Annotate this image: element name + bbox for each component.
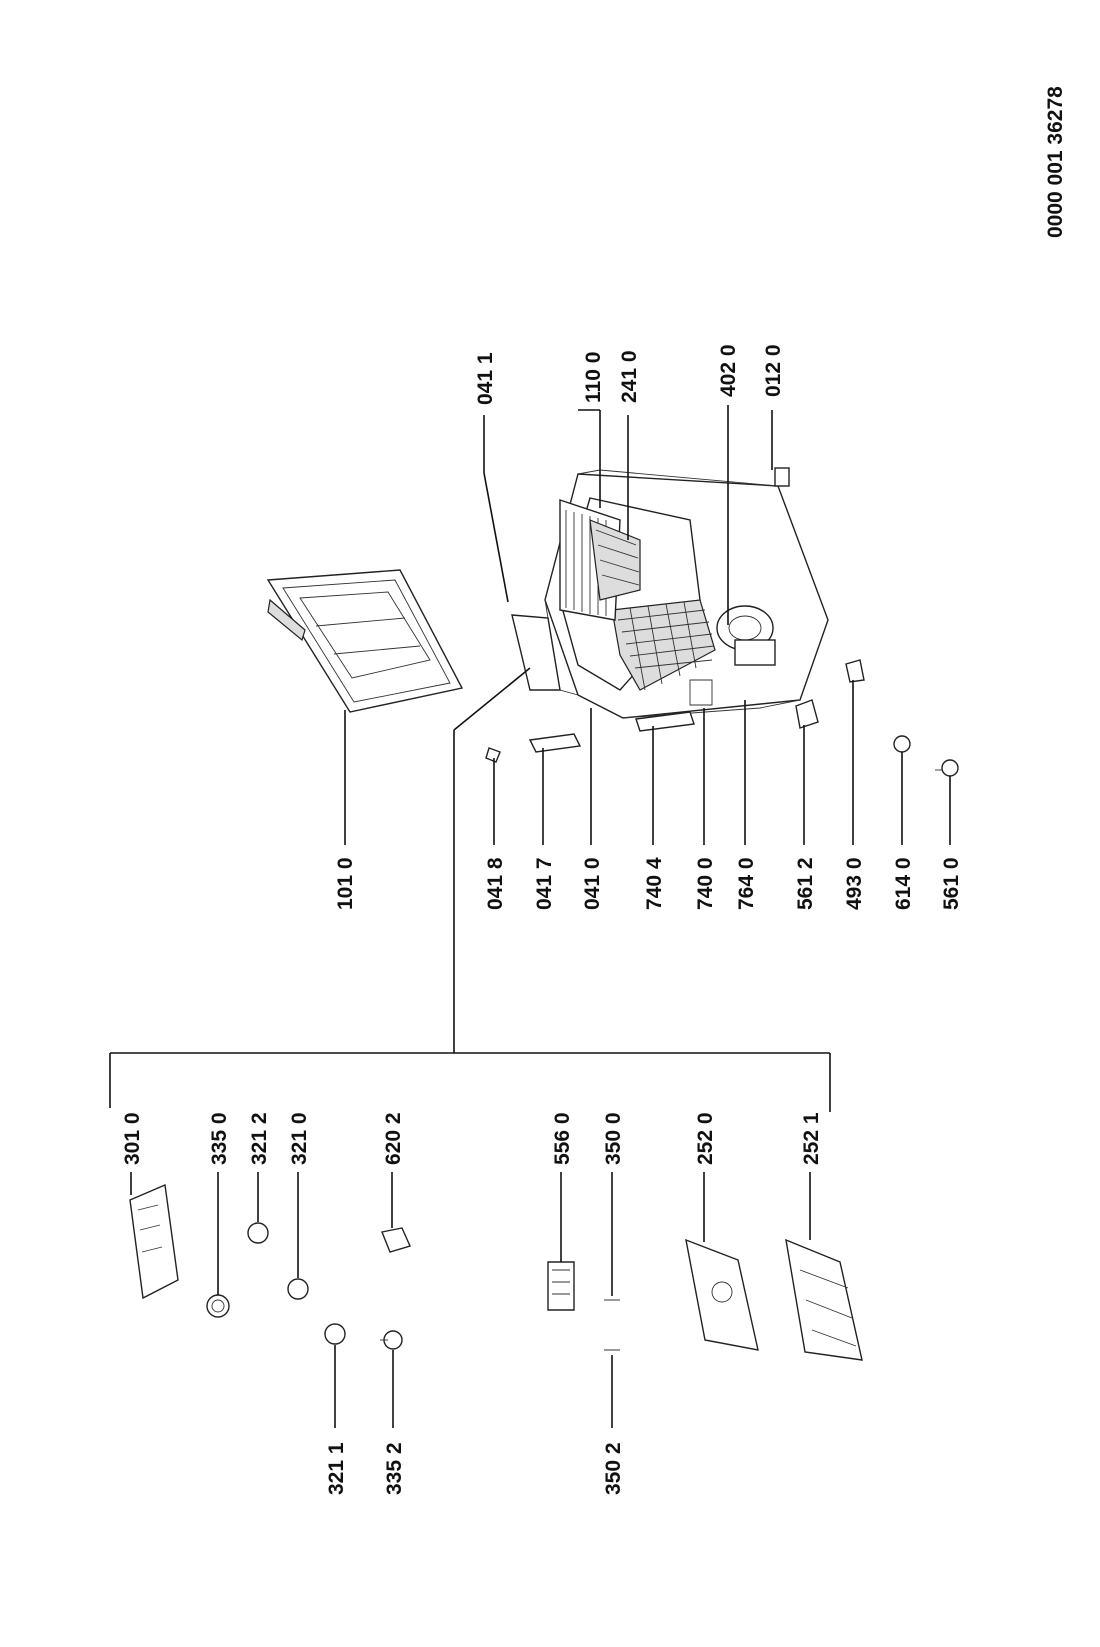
label-335-0: 335 0: [208, 1112, 231, 1165]
part-labels: 041 1 110 0 241 0 402 0 012 0 101 0 041 …: [121, 344, 963, 1495]
label-252-1: 252 1: [800, 1112, 823, 1165]
cabinet-drawing: [511, 467, 829, 719]
label-241-0: 241 0: [618, 350, 641, 403]
small-parts: [485, 659, 959, 777]
label-614-0: 614 0: [892, 857, 915, 910]
label-556-0: 556 0: [551, 1112, 574, 1165]
grouping-bracket: [109, 667, 831, 1112]
control-parts: [129, 1183, 863, 1361]
compressor: [716, 605, 776, 666]
document-code: 0000 001 36278: [1044, 86, 1067, 238]
label-041-1: 041 1: [474, 352, 497, 405]
leader-lines: [130, 405, 951, 1428]
label-321-1: 321 1: [325, 1442, 348, 1495]
label-301-0: 301 0: [121, 1112, 144, 1165]
label-620-2: 620 2: [382, 1112, 405, 1165]
label-321-0: 321 0: [288, 1112, 311, 1165]
label-350-2: 350 2: [602, 1442, 625, 1495]
label-101-0: 101 0: [334, 857, 357, 910]
shelf-rack: [559, 499, 641, 621]
label-740-0: 740 0: [694, 857, 717, 910]
label-012-0: 012 0: [762, 344, 785, 397]
label-321-2: 321 2: [248, 1112, 271, 1165]
door-drawing: [266, 569, 464, 713]
label-041-0: 041 0: [581, 857, 604, 910]
label-740-4: 740 4: [643, 857, 666, 910]
label-335-2: 335 2: [383, 1442, 406, 1495]
label-110-0: 110 0: [582, 352, 605, 403]
label-493-0: 493 0: [843, 857, 866, 910]
label-402-0: 402 0: [717, 344, 740, 397]
label-561-2: 561 2: [794, 857, 817, 910]
label-350-0: 350 0: [602, 1112, 625, 1165]
label-252-0: 252 0: [694, 1112, 717, 1165]
evaporator-grid: [611, 599, 716, 691]
label-764-0: 764 0: [735, 857, 758, 910]
label-041-7: 041 7: [533, 857, 556, 910]
label-041-8: 041 8: [484, 857, 507, 910]
label-561-0: 561 0: [940, 857, 963, 910]
